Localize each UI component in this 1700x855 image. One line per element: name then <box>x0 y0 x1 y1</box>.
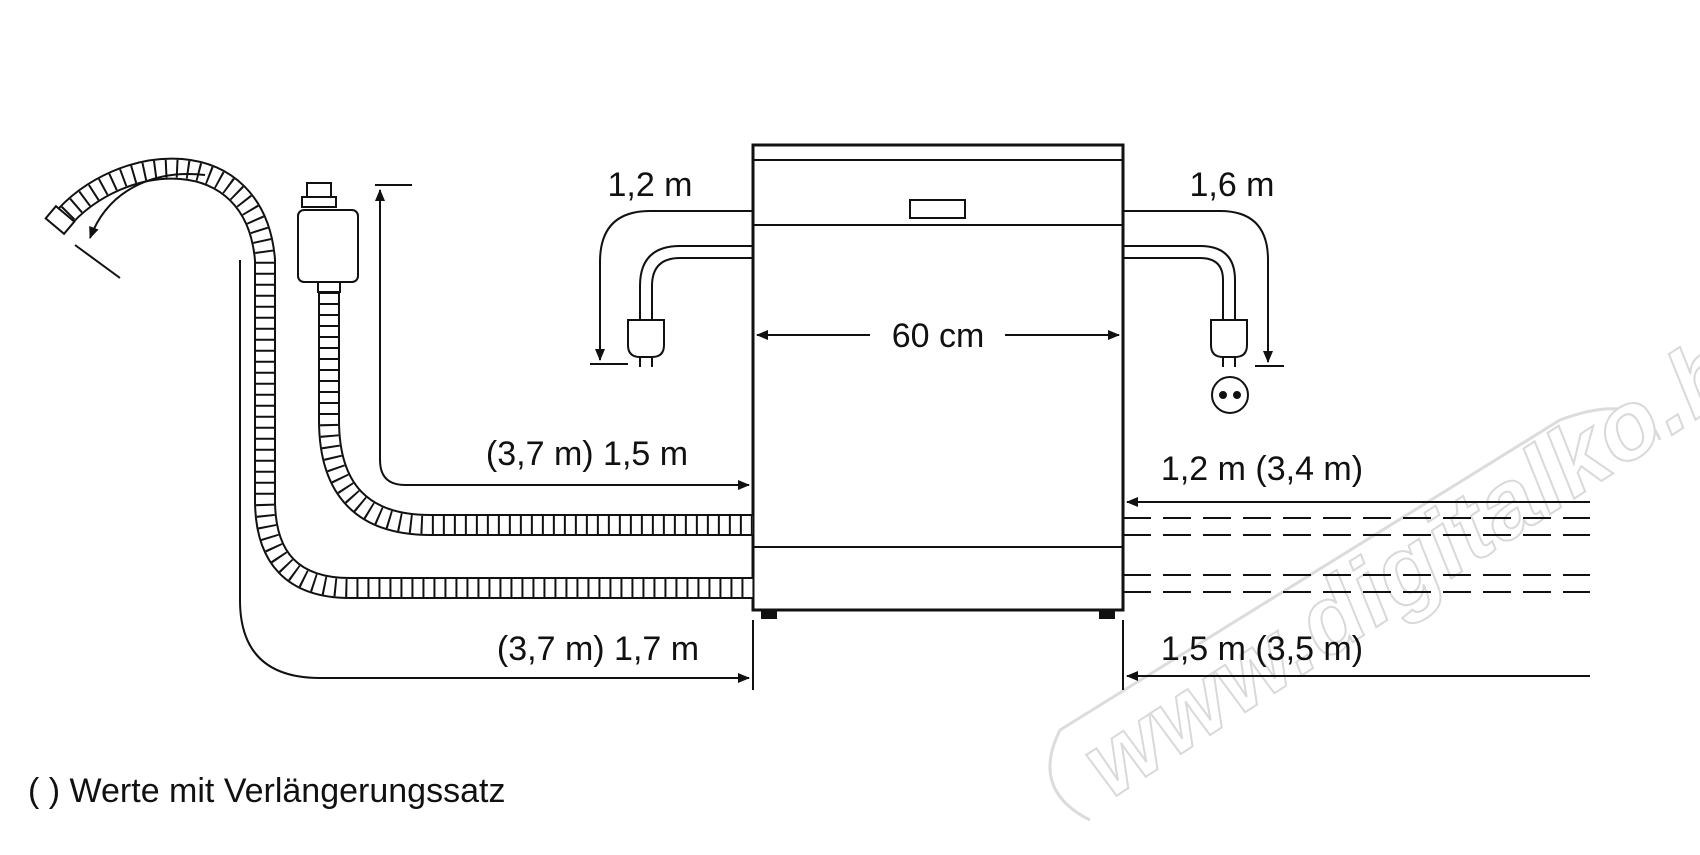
footnote: ( ) Werte mit Verlängerungssatz <box>28 772 505 810</box>
dishwasher <box>751 143 1125 619</box>
drain-hose <box>51 157 753 599</box>
watermark: www.digitalko.hu <box>1048 281 1700 822</box>
display-panel-icon <box>909 199 966 219</box>
width-label: 60 cm <box>892 317 985 355</box>
drain-upper-left-label: (3,7 m) 1,5 m <box>486 435 688 473</box>
right-lower-label: 1,5 m (3,5 m) <box>1161 630 1363 668</box>
power-plug-icon <box>1210 319 1248 367</box>
dishwasher-body <box>751 143 1125 612</box>
power-left-label: 1,2 m <box>607 166 692 204</box>
foot-right <box>1099 609 1115 619</box>
foot-left <box>761 609 777 619</box>
drain-dimension <box>239 260 754 690</box>
drain-height-arrow <box>74 173 206 279</box>
left-power-cable <box>590 210 753 365</box>
watermark-text: www.digitalko.hu <box>1063 282 1700 817</box>
right-power-cable <box>1123 210 1284 367</box>
right-upper-label: 1,2 m (3,4 m) <box>1161 450 1363 488</box>
right-extension-lines <box>1122 497 1590 690</box>
power-socket-icon <box>1211 376 1249 414</box>
power-plug-icon <box>627 319 665 367</box>
inlet-dimension <box>375 184 750 490</box>
inlet-hose <box>318 292 753 536</box>
power-right-label: 1,6 m <box>1189 166 1274 204</box>
water-faucet-connector-icon <box>297 182 359 293</box>
drain-hose-end-icon <box>44 204 76 236</box>
drain-lower-left-label: (3,7 m) 1,7 m <box>497 630 699 668</box>
